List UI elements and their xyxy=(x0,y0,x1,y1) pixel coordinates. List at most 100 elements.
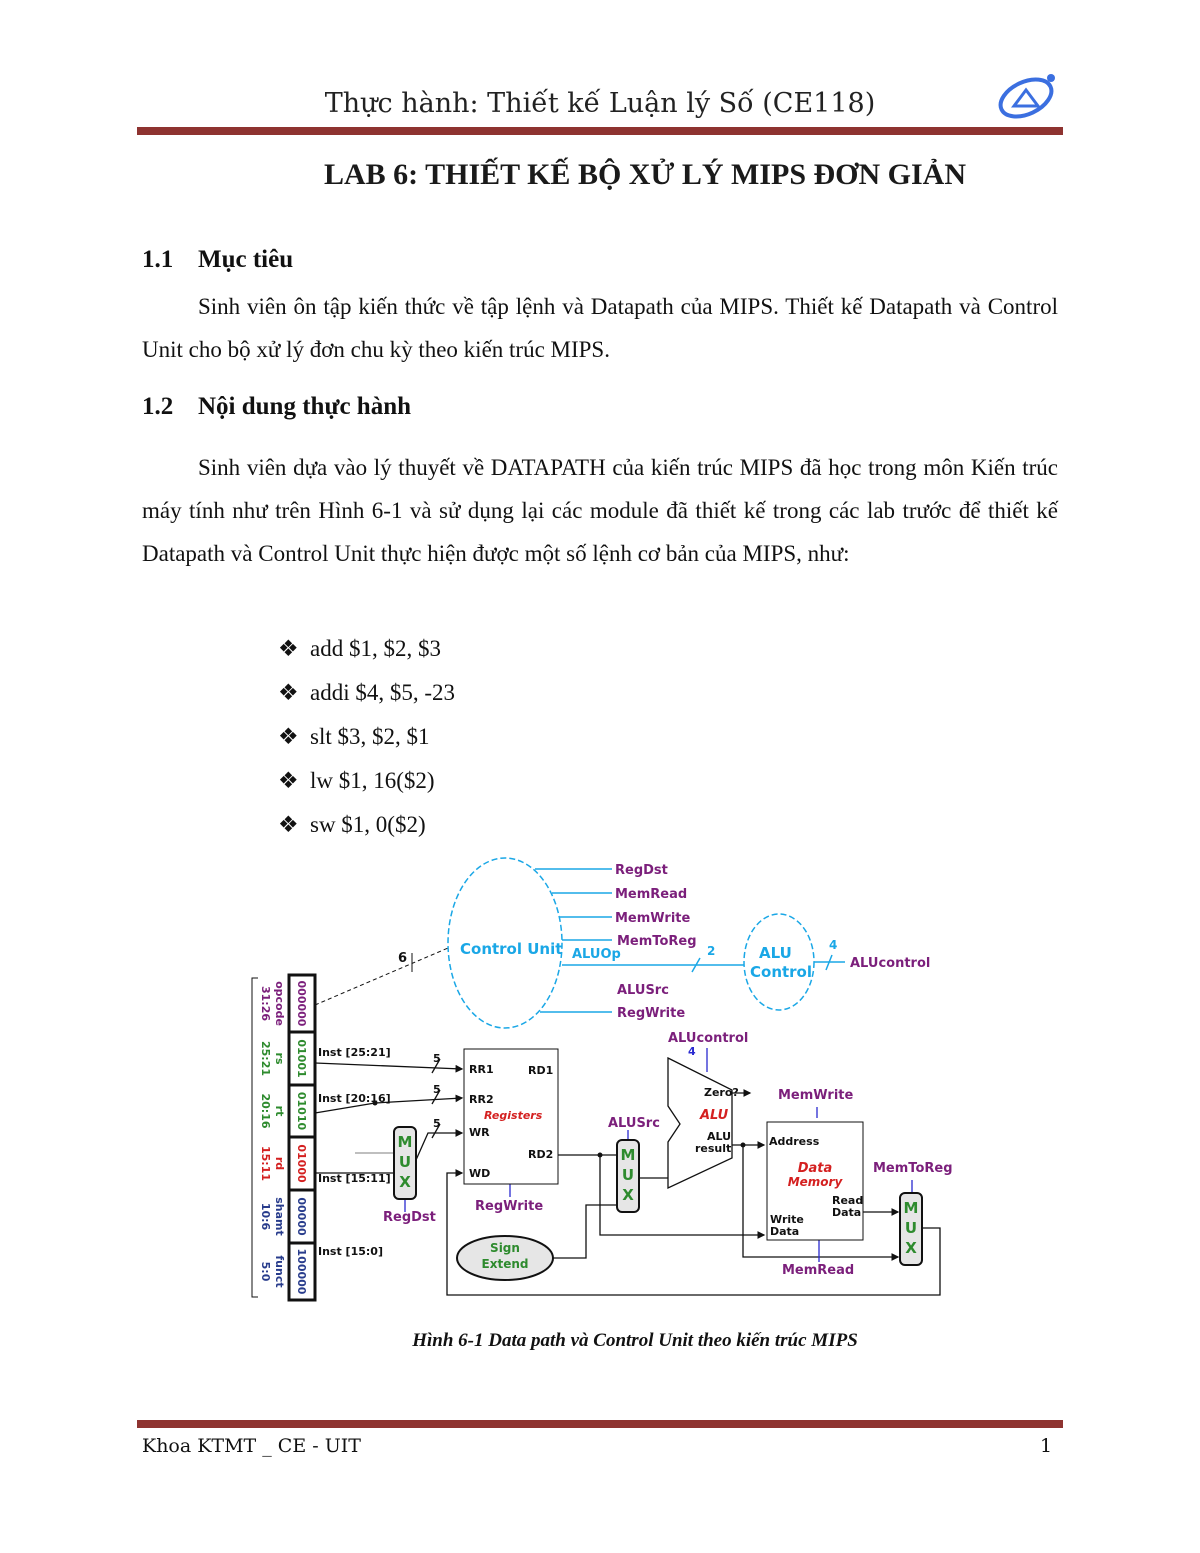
aluctrl-width: 4 xyxy=(829,938,837,952)
section-1-1-text: Sinh viên ôn tập kiến thức về tập lệnh v… xyxy=(142,294,1058,362)
field-name: rd xyxy=(273,1157,286,1170)
memtoreg-label: MemToReg xyxy=(873,1161,953,1176)
list-item: ❖ add $1, $2, $3 xyxy=(278,636,441,662)
alu-result-label: result xyxy=(695,1142,731,1155)
field-funct xyxy=(287,1241,317,1302)
header-title: Thực hành: Thiết kế Luận lý Số (CE118) xyxy=(324,88,876,119)
list-item: ❖ sw $1, 0($2) xyxy=(278,812,426,838)
data-memory xyxy=(766,1121,864,1241)
mux-letter: U xyxy=(399,1153,411,1171)
read-data-port: Data xyxy=(832,1206,861,1219)
memwrite-signal-label: MemWrite xyxy=(615,911,690,926)
alu-zero-label: Zero? xyxy=(704,1086,739,1099)
field-value: 01010 xyxy=(295,1092,308,1131)
alusrc-signal-label: ALUSrc xyxy=(617,983,669,998)
list-item: ❖ lw $1, 16($2) xyxy=(278,768,435,794)
reg-width: 5 xyxy=(433,1083,441,1096)
address-port: Address xyxy=(769,1135,820,1148)
sign-extend-label: Extend xyxy=(482,1257,529,1271)
mux-letter: U xyxy=(905,1219,917,1237)
read-data-port: Read xyxy=(832,1194,863,1207)
register-file xyxy=(463,1048,559,1185)
section-title: Nội dung thực hành xyxy=(198,393,412,420)
inst-25-21-label: Inst [25:21] xyxy=(318,1046,391,1059)
section-1-2-text: Sinh viên dựa vào lý thuyết về DATAPATH … xyxy=(142,455,1058,566)
inst-15-0-label: Inst [15:0] xyxy=(318,1245,383,1258)
rd2-port: RD2 xyxy=(528,1148,553,1161)
list-item: ❖slt $3, $2, $1 xyxy=(278,724,429,750)
field-name: opcode xyxy=(273,981,286,1026)
field-bits: 20:16 xyxy=(259,1093,272,1128)
alu-control-label-1: ALU xyxy=(759,944,792,962)
section-number: 1.1 xyxy=(142,246,174,273)
inst-20-16-label: Inst [20:16] xyxy=(318,1092,391,1105)
alucontrol-output-label: ALUcontrol xyxy=(850,956,930,971)
alusrc-mux xyxy=(616,1139,640,1213)
field-name: rs xyxy=(273,1053,286,1065)
diamond-bullet-icon: ❖ xyxy=(278,680,299,705)
alusrc-mux-label: ALUSrc xyxy=(608,1116,660,1131)
field-name: funct xyxy=(273,1255,286,1287)
field-bits: 5:0 xyxy=(259,1262,272,1282)
aluctrl-width: 4 xyxy=(688,1045,696,1058)
regwrite-signal-label: RegWrite xyxy=(617,1006,685,1021)
registers-label: Registers xyxy=(484,1109,543,1122)
field-value: 00000 xyxy=(295,1197,308,1236)
regwrite-label: RegWrite xyxy=(475,1199,543,1214)
field-value: 01001 xyxy=(295,1039,308,1077)
bullet-text: lw $1, 16($2) xyxy=(310,768,435,793)
bullet-text: sw $1, 0($2) xyxy=(310,812,426,837)
bullet-text: add $1, $2, $3 xyxy=(310,636,441,661)
control-unit-ellipse xyxy=(447,857,563,1029)
footer-text: Khoa KTMT _ CE - UIT xyxy=(142,1435,361,1457)
mux-letter: X xyxy=(905,1239,917,1257)
mux-letter: X xyxy=(622,1186,634,1204)
diamond-bullet-icon: ❖ xyxy=(278,636,299,661)
rr2-port: RR2 xyxy=(469,1093,494,1106)
control-unit-label: Control Unit xyxy=(460,940,562,958)
wd-port: WD xyxy=(469,1167,490,1180)
footer-rule xyxy=(137,1420,1063,1428)
reg-width: 5 xyxy=(433,1117,441,1130)
field-bits: 31:26 xyxy=(259,986,272,1021)
field-rs xyxy=(287,1030,317,1087)
alu-shape xyxy=(667,1056,733,1190)
uit-logo xyxy=(998,74,1055,119)
list-item: ❖addi $4, $5, -23 xyxy=(278,680,455,706)
regdst-mux xyxy=(393,1126,417,1200)
mux-letter: X xyxy=(399,1173,411,1191)
field-rt xyxy=(287,1083,317,1139)
inst-15-11-label: Inst [15:11] xyxy=(318,1172,391,1185)
opcode-width: 6 xyxy=(398,951,407,966)
doc-title: LAB 6: THIẾT KẾ BỘ XỬ LÝ MIPS ĐƠN GIẢN xyxy=(323,158,967,191)
aluop-width: 2 xyxy=(707,944,715,958)
figure-caption: Hình 6-1 Data path và Control Unit theo … xyxy=(412,1330,858,1351)
field-opcode xyxy=(287,973,317,1034)
field-name: rt xyxy=(273,1106,286,1117)
wr-port: WR xyxy=(469,1126,490,1139)
alu-label: ALU xyxy=(699,1108,729,1123)
diamond-bullet-icon: ❖ xyxy=(278,768,299,793)
rr1-port: RR1 xyxy=(469,1063,494,1076)
alu-result-label: ALU xyxy=(707,1130,731,1143)
data-memory-label: Data xyxy=(798,1161,833,1176)
field-value: 01000 xyxy=(295,1144,308,1183)
regdst-mux-label: RegDst xyxy=(383,1210,436,1225)
diamond-bullet-icon: ❖ xyxy=(278,812,299,837)
memtoreg-mux xyxy=(899,1192,923,1266)
sign-extend xyxy=(456,1235,554,1281)
memread-signal-label: MemRead xyxy=(615,887,687,902)
aluop-label: ALUOp xyxy=(572,947,621,962)
regdst-signal-label: RegDst xyxy=(615,863,668,878)
alu-control-label-2: Control xyxy=(750,963,812,981)
memwrite-label: MemWrite xyxy=(778,1088,853,1103)
header-rule xyxy=(137,127,1063,135)
field-name: shamt xyxy=(273,1197,286,1236)
field-bits: 10:6 xyxy=(259,1203,272,1231)
field-shamt xyxy=(287,1188,317,1245)
mux-letter: M xyxy=(904,1199,919,1217)
